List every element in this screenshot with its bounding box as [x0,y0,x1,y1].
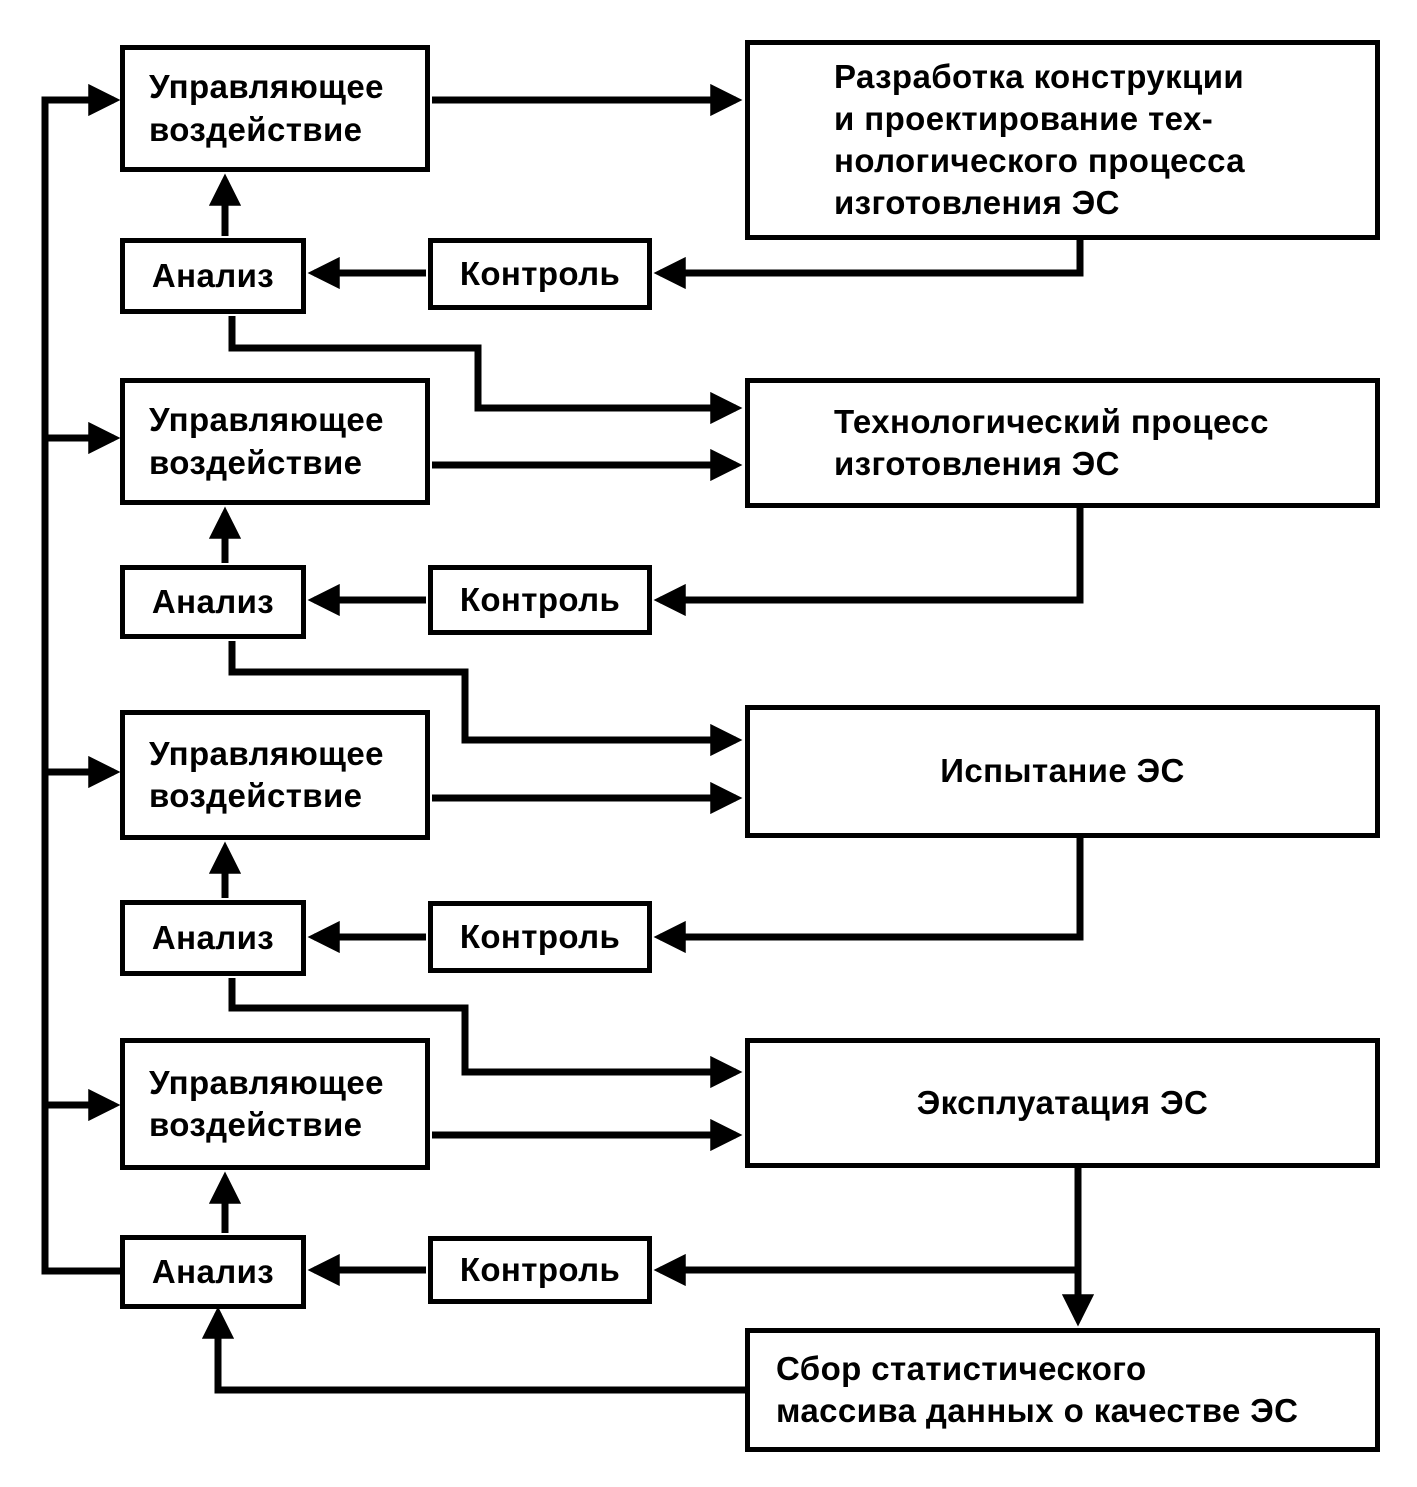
control-action-box-1: Управляющее воздействие [120,45,430,172]
control-action-box-3: Управляющее воздействие [120,710,430,840]
analysis-box-3: Анализ [120,900,306,976]
process-box-operation: Эксплуатация ЭС [745,1038,1380,1168]
process-box-testing: Испытание ЭС [745,705,1380,838]
control-box-4: Контроль [428,1236,652,1304]
analysis-box-4: Анализ [120,1235,306,1309]
control-action-box-2: Управляющее воздействие [120,378,430,505]
control-box-1: Контроль [428,238,652,310]
control-box-2: Контроль [428,565,652,635]
process-box-manufacturing: Технологический процесс изготовления ЭС [745,378,1380,508]
data-collection-box: Сбор статистического массива данных о ка… [745,1328,1380,1452]
control-action-box-4: Управляющее воздействие [120,1038,430,1170]
process-box-design: Разработка конструкции и проектирование … [745,40,1380,240]
control-box-3: Контроль [428,901,652,973]
analysis-box-1: Анализ [120,238,306,314]
analysis-box-2: Анализ [120,565,306,639]
